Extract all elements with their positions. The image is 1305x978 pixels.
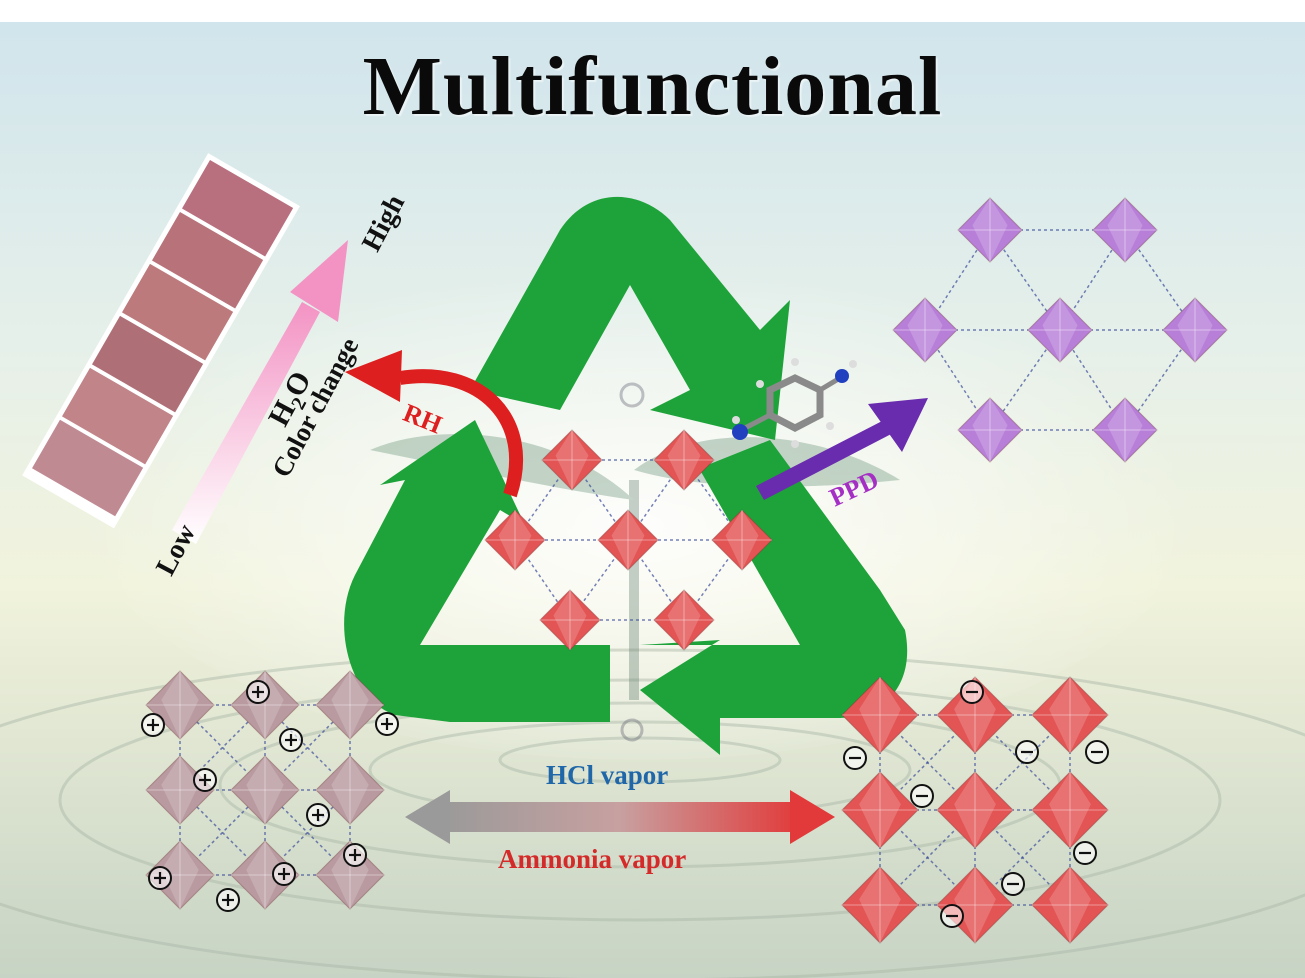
center-octahedron: [484, 509, 546, 571]
ppd-octahedron: [1092, 197, 1158, 263]
gray-octahedron: [315, 755, 385, 825]
negative-charge-icon: [843, 746, 867, 770]
ppd-octahedron: [957, 197, 1023, 263]
gray-octahedron: [315, 670, 385, 740]
ppd-octahedron: [892, 297, 958, 363]
ppd-framework: [892, 197, 1228, 463]
linker: [683, 459, 743, 541]
humidity-swatch: [32, 419, 144, 517]
negative-charge-icon: [940, 904, 964, 928]
page-title: Multifunctional: [362, 40, 943, 133]
top-border: [0, 0, 1305, 22]
deprotonated-framework: [841, 676, 1109, 944]
center-framework: [484, 429, 773, 651]
negative-charge-icon: [1001, 872, 1025, 896]
red-octahedron: [1031, 676, 1109, 754]
negative-charge-icon: [1015, 740, 1039, 764]
ammonia-vapor-label: Ammonia vapor: [498, 844, 687, 874]
ppd-octahedron: [957, 397, 1023, 463]
recycle-arrows: [344, 196, 908, 755]
linker: [569, 539, 629, 621]
negative-charge-icon: [960, 680, 984, 704]
red-octahedron: [841, 676, 919, 754]
negative-charge-icon: [1085, 740, 1109, 764]
negative-charge-icon: [1073, 841, 1097, 865]
linker: [514, 459, 573, 541]
gray-octahedron: [230, 840, 300, 910]
rh-arrow: [345, 350, 523, 498]
positive-charge-icon: [272, 862, 296, 886]
linker: [627, 459, 685, 541]
red-octahedron: [1031, 866, 1109, 944]
humidity-swatch: [92, 315, 204, 413]
positive-charge-icon: [148, 866, 172, 890]
charge-symbols: [141, 680, 1109, 928]
humidity-swatch: [122, 263, 234, 361]
humidity-swatch: [62, 367, 174, 465]
center-octahedron: [653, 429, 715, 491]
positive-charge-icon: [141, 713, 165, 737]
positive-charge-icon: [193, 768, 217, 792]
negative-charge-icon: [910, 784, 934, 808]
red-octahedron: [841, 771, 919, 849]
linker: [974, 809, 1071, 906]
linker: [571, 459, 629, 541]
center-octahedron: [711, 509, 773, 571]
positive-charge-icon: [306, 803, 330, 827]
gray-octahedron: [145, 840, 215, 910]
protonated-framework: [145, 670, 385, 910]
background-glow: [80, 240, 1200, 760]
linker: [627, 539, 685, 621]
center-octahedron: [653, 589, 715, 651]
center-octahedron: [539, 589, 601, 651]
positive-charge-icon: [375, 712, 399, 736]
humidity-arrow: [172, 240, 348, 544]
humidity-swatch: [182, 160, 294, 257]
ppd-arrow: [756, 398, 928, 500]
red-octahedron: [1031, 771, 1109, 849]
ppd-octahedron: [1092, 397, 1158, 463]
humidity-swatch-strip: [22, 153, 300, 529]
ppd-molecule: [732, 358, 857, 448]
linker: [879, 809, 976, 906]
positive-charge-icon: [246, 680, 270, 704]
positive-charge-icon: [279, 728, 303, 752]
humidity-swatch: [152, 211, 264, 309]
positive-charge-icon: [216, 888, 240, 912]
positive-charge-icon: [343, 843, 367, 867]
ppd-octahedron: [1027, 297, 1093, 363]
vapor-double-arrow: [405, 790, 835, 844]
center-octahedron: [541, 429, 603, 491]
red-octahedron: [841, 866, 919, 944]
red-octahedron: [936, 771, 1014, 849]
ppd-octahedron: [1162, 297, 1228, 363]
linker: [879, 714, 976, 811]
center-octahedron: [597, 509, 659, 571]
linker: [683, 539, 743, 621]
gray-octahedron: [230, 755, 300, 825]
hcl-vapor-label: HCl vapor: [546, 760, 669, 790]
